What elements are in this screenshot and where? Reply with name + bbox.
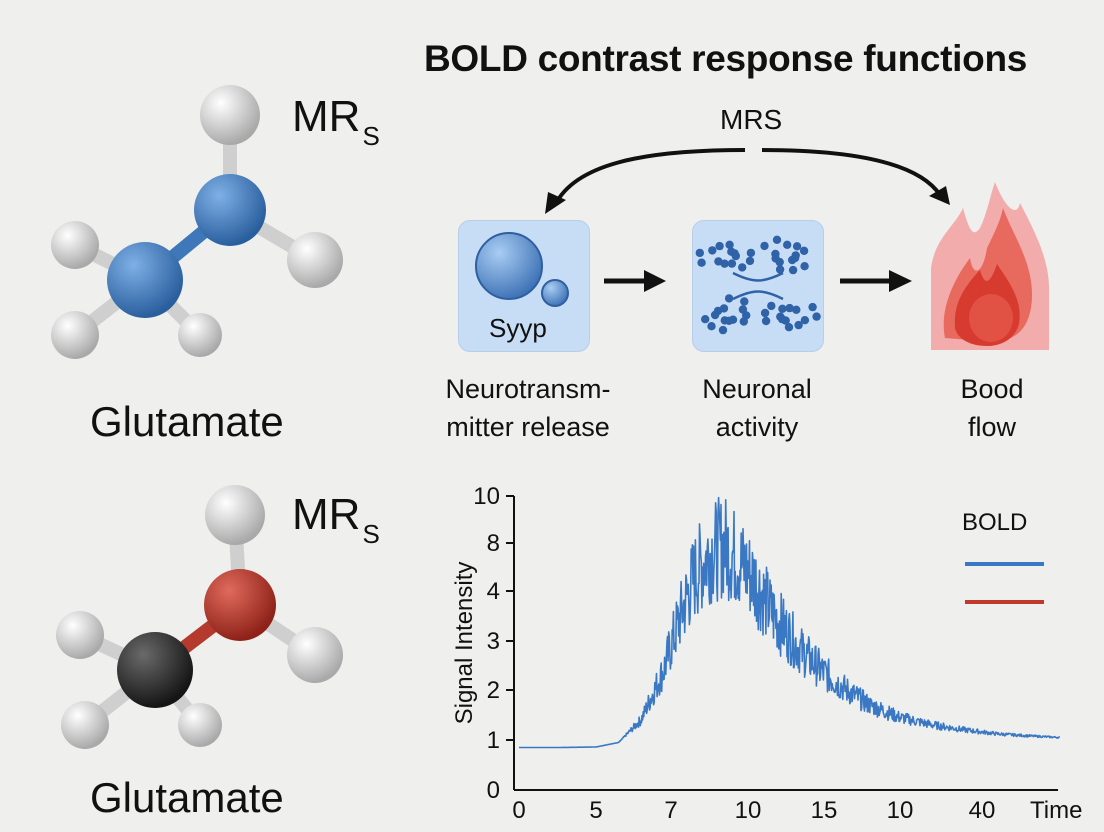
synapse-dot [746, 248, 756, 258]
y-tick-label: 10 [473, 483, 500, 510]
synapse-dot [808, 302, 817, 312]
x-tick-label: 40 [969, 797, 996, 824]
synapse-cleft [732, 271, 784, 282]
synapse-dot [792, 305, 801, 314]
synapse-icon [695, 235, 821, 335]
synapse-dot [788, 265, 798, 275]
x-tick-label: 7 [664, 797, 677, 824]
synapse-dot [775, 265, 785, 274]
arrow-2 [840, 270, 912, 292]
mrs-label-1: MRS [292, 92, 380, 151]
diagram-title: BOLD contrast response functions [424, 38, 1028, 79]
x-tick-label: 10 [887, 797, 914, 824]
synapse-dot [794, 320, 803, 330]
synapse-dot [695, 248, 704, 258]
molecule-2 [56, 485, 343, 749]
x-tick-label: 0 [512, 797, 525, 824]
synapse-dot [707, 322, 716, 331]
y-tick-label: 3 [487, 628, 500, 655]
synapse-dot [738, 263, 747, 272]
y-tick-label: 2 [487, 677, 500, 704]
flame-icon [931, 182, 1049, 350]
synapse-dot [772, 235, 782, 244]
mrs-label-2: MRS [292, 490, 380, 549]
synapse-dot [785, 303, 794, 313]
synapse-dot [701, 315, 710, 324]
synapse-dot [760, 308, 770, 318]
synapse-dot [781, 316, 790, 325]
synapse-dot [725, 240, 734, 249]
loop-label: MRS [720, 104, 783, 135]
molecule-name-1: Glutamate [90, 398, 284, 445]
synapse-dot [740, 297, 749, 306]
synapse-dot [775, 257, 784, 267]
series-line-bold [518, 496, 1061, 749]
caption-flow: Bood flow [960, 374, 1024, 442]
synapse-dot [708, 246, 717, 255]
y-tick-label: 8 [487, 530, 500, 557]
synapse-dot [738, 305, 748, 314]
synapse-dot [710, 310, 720, 320]
caption-activity: Neuronal activity [702, 374, 812, 442]
synapse-dot [745, 256, 755, 266]
synapse-dot [792, 242, 802, 251]
synapse-dot [784, 323, 794, 332]
arrow-1 [604, 270, 666, 292]
synapse-dot [767, 301, 776, 311]
legend-title: BOLD [962, 509, 1027, 536]
step-box-activity [692, 220, 824, 352]
vesicle-icon [475, 232, 569, 307]
synapse-cleft [732, 290, 784, 301]
synapse-dot [724, 294, 734, 303]
x-axis-label: Time [1030, 797, 1082, 824]
synapse-dot [760, 241, 769, 251]
y-axis-label: Signal Intensity [451, 562, 478, 725]
y-tick-label: 0 [487, 777, 500, 804]
synapse-dot [778, 304, 787, 313]
synapse-dot [800, 316, 810, 325]
synapse-dot [791, 251, 800, 260]
caption-release: Neurotransm- mitter release [445, 374, 611, 442]
synapse-dot [783, 240, 792, 249]
synapse-dot [727, 247, 736, 256]
molecule-1 [51, 85, 343, 359]
molecule-name-2: Glutamate [90, 774, 284, 821]
x-tick-label: 5 [589, 797, 602, 824]
synapse-dot [697, 258, 706, 267]
step-box-label: Syyp [489, 313, 547, 343]
y-tick-label: 4 [487, 578, 500, 605]
synapse-dot [799, 246, 809, 255]
y-tick-label: 1 [487, 727, 500, 754]
synapse-dot [720, 259, 729, 268]
step-box-release: Syyp [458, 220, 590, 352]
synapse-dot [761, 316, 771, 326]
synapse-dot [812, 312, 821, 321]
feedback-arrow [545, 148, 950, 214]
synapse-dot [728, 315, 738, 324]
synapse-dot [727, 259, 737, 268]
synapse-dot [718, 325, 728, 335]
synapse-dot [800, 262, 809, 271]
x-tick-label: 15 [811, 797, 838, 824]
x-tick-label: 10 [735, 797, 762, 824]
synapse-dot [715, 241, 724, 251]
